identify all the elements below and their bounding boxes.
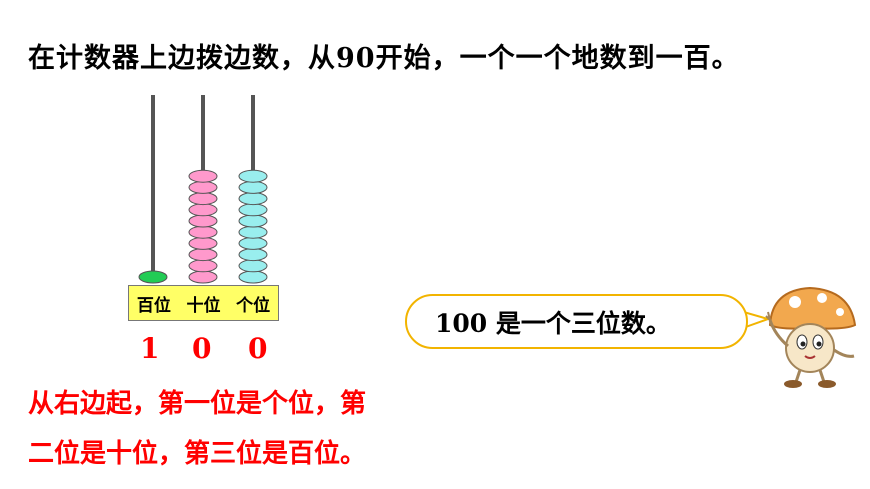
tens-bead — [188, 180, 218, 194]
tens-bead — [188, 236, 218, 250]
speech-bubble: 100 是一个三位数。 — [405, 294, 748, 349]
ones-bead — [238, 248, 268, 262]
place-value-labels: 百位 十位 个位 — [128, 285, 279, 321]
digit-tens: 0 — [192, 332, 212, 365]
label-tens: 十位 — [186, 295, 221, 316]
instruction-title: 在计数器上边拨边数，从90开始，一个一个地数到一百。 — [28, 43, 740, 74]
tens-bead — [188, 259, 218, 273]
hundreds-rod — [151, 95, 155, 280]
ones-bead — [238, 180, 268, 194]
ones-bead — [238, 169, 268, 183]
ones-bead — [238, 203, 268, 217]
tens-bead — [188, 214, 218, 228]
tens-beads — [188, 169, 218, 284]
label-hundreds: 百位 — [136, 295, 171, 316]
ones-bead — [238, 259, 268, 273]
ones-bead — [238, 225, 268, 239]
tens-bead — [188, 270, 218, 284]
tens-bead — [188, 203, 218, 217]
hundreds-beads — [138, 270, 168, 284]
explanation-line-2: 二位是十位，第三位是百位。 — [28, 439, 367, 469]
abacus — [138, 95, 268, 284]
tens-bead — [188, 248, 218, 262]
digit-ones: 0 — [248, 332, 268, 365]
ones-bead — [238, 236, 268, 250]
ones-bead — [238, 214, 268, 228]
ones-bead — [238, 270, 268, 284]
hundreds-bead — [138, 270, 168, 284]
explanation-line-1: 从右边起，第一位是个位，第 — [28, 389, 367, 419]
ones-bead — [238, 192, 268, 206]
label-ones: 个位 — [236, 295, 271, 316]
speech-bubble-text: 100 是一个三位数。 — [435, 308, 671, 338]
mushroom-mascot — [765, 286, 857, 388]
tens-bead — [188, 169, 218, 183]
digit-hundreds: 1 — [140, 332, 160, 365]
tens-bead — [188, 225, 218, 239]
ones-beads — [238, 169, 268, 284]
tens-bead — [188, 192, 218, 206]
